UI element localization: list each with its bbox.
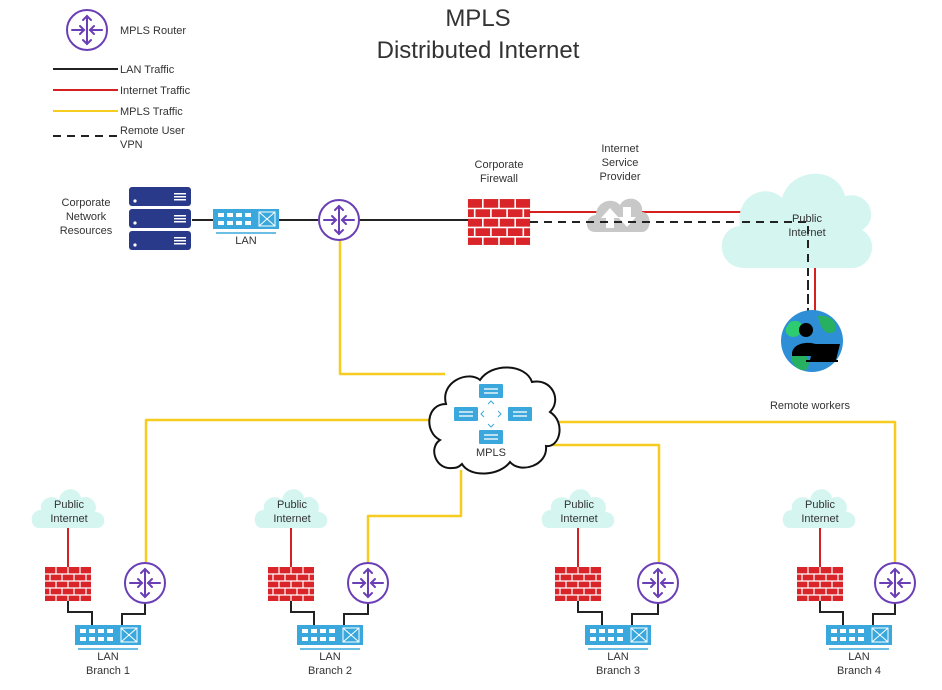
branch-lan-label: LAN (607, 651, 628, 663)
isp-label-3: Provider (600, 171, 641, 183)
branch-firewall-icon (796, 566, 844, 602)
legend-router-icon (66, 9, 108, 51)
hq-public-label-2: Internet (788, 227, 825, 239)
hq-switch-icon (212, 208, 280, 234)
hq-lan-label: LAN (235, 235, 256, 247)
vpn-link-public (742, 221, 809, 312)
branch-internet-label-2: Internet (560, 513, 597, 525)
branch-router-icon (124, 562, 166, 604)
branch-router-icon (347, 562, 389, 604)
branch-name-label: Branch 4 (837, 665, 881, 677)
mpls-link-branch-1 (144, 418, 432, 562)
branch-internet-label-1: Public (277, 499, 307, 511)
branch-router-icon (874, 562, 916, 604)
branch-firewall-icon (267, 566, 315, 602)
mpls-link-hq (338, 240, 445, 376)
branch-internet-label-1: Public (805, 499, 835, 511)
branch-internet-label-1: Public (54, 499, 84, 511)
branch-lan-link-firewall (290, 600, 315, 625)
branch-firewall-icon (44, 566, 92, 602)
legend-router-label: MPLS Router (120, 25, 186, 37)
mpls-link-branch-2 (366, 470, 463, 562)
branch-name-label: Branch 1 (86, 665, 130, 677)
hq-public-label-1: Public (792, 213, 822, 225)
legend: MPLS Router LAN Traffic Internet Traffic… (53, 9, 191, 151)
branch-switch-icon (584, 624, 652, 650)
branch-switch-icon (74, 624, 142, 650)
branch-lan-link-router (872, 602, 896, 625)
branch-name-label: Branch 2 (308, 665, 352, 677)
mpls-cloud-label: MPLS (476, 447, 506, 459)
legend-mpls-label: MPLS Traffic (120, 106, 183, 118)
connections (144, 211, 897, 562)
branch-switch-icon (825, 624, 893, 650)
isp-label-1: Internet (601, 143, 638, 155)
hq-router-icon (318, 199, 360, 241)
title-line-2: Distributed Internet (377, 37, 580, 64)
isp-cloud-icon (586, 198, 650, 232)
branch-switch-icon (296, 624, 364, 650)
branch-lan-link-router (121, 602, 146, 625)
branch-internet-label-1: Public (564, 499, 594, 511)
branch-internet-label-2: Internet (801, 513, 838, 525)
legend-vpn-label-2: VPN (120, 139, 143, 151)
branch-name-label: Branch 3 (596, 665, 640, 677)
resources-label-1: Corporate (62, 197, 111, 209)
legend-lan-label: LAN Traffic (120, 64, 175, 76)
resources-label-3: Resources (60, 225, 113, 237)
public-internet-cloud-icon (721, 173, 873, 268)
branch-lan-link-router (343, 602, 369, 625)
branch-internet-label-2: Internet (50, 513, 87, 525)
branch-lan-label: LAN (848, 651, 869, 663)
hq-site: Corporate Network Resources LAN Corporat… (60, 143, 873, 412)
firewall-label-1: Corporate (475, 159, 524, 171)
branch-lan-link-firewall (577, 600, 603, 625)
branch-internet-label-2: Internet (273, 513, 310, 525)
branch-lan-label: LAN (319, 651, 340, 663)
branch-lan-link-router (631, 602, 659, 625)
remote-workers-label: Remote workers (770, 400, 851, 412)
legend-vpn-label-1: Remote User (120, 125, 185, 137)
mpls-cloud: MPLS (428, 366, 561, 475)
remote-worker-globe-icon (781, 310, 843, 372)
firewall-label-2: Firewall (480, 173, 518, 185)
branch-router-icon (637, 562, 679, 604)
branch-firewall-icon (554, 566, 602, 602)
server-stack-icon (129, 187, 191, 250)
mpls-link-branch-3 (550, 443, 661, 562)
isp-label-2: Service (602, 157, 639, 169)
corporate-firewall-icon (467, 198, 531, 246)
title-line-1: MPLS (445, 5, 510, 32)
branch-lan-label: LAN (97, 651, 118, 663)
mpls-link-branch-4 (552, 420, 897, 562)
branch-lan-link-firewall (819, 600, 844, 625)
resources-label-2: Network (66, 211, 107, 223)
branch-lan-link-firewall (67, 600, 93, 625)
legend-internet-label: Internet Traffic (120, 85, 191, 97)
